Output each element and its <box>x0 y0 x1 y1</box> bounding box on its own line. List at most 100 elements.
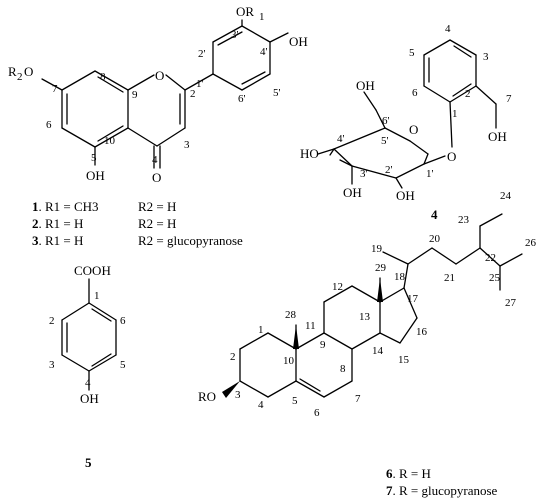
num-6: 6 <box>120 315 126 327</box>
num-6: 6 <box>46 119 52 131</box>
sterol-labels: 6. R = H 7. R = glucopyranose <box>386 466 498 498</box>
compound-6-label: 6. R = H <box>386 466 431 481</box>
num-29: 29 <box>375 262 387 274</box>
num-12: 12 <box>332 281 343 293</box>
glucoside-bonds <box>317 39 497 189</box>
num-3: 3 <box>184 139 190 151</box>
num-7: 7 <box>52 83 58 95</box>
num-9: 9 <box>132 89 138 101</box>
atom-oh-4p: OH <box>289 34 308 49</box>
num-4: 4 <box>85 377 91 389</box>
num-1: 1 <box>452 108 458 120</box>
num-5p: 5' <box>273 87 281 99</box>
hydroxybenzoic-numbers: 1 2 6 3 5 4 <box>49 290 126 389</box>
num-5: 5 <box>409 47 415 59</box>
num-5: 5 <box>91 152 97 164</box>
wedge-c29 <box>377 278 383 302</box>
num-7: 7 <box>355 393 361 405</box>
num-6p: 6' <box>382 115 390 127</box>
num-14: 14 <box>372 345 384 357</box>
sub-row-2-r2: R2 = H <box>138 216 176 231</box>
atom-ho-4p: HO <box>300 146 319 161</box>
sterol-numbers: 24 23 26 19 20 22 29 18 21 25 12 17 27 2… <box>230 190 537 419</box>
num-19: 19 <box>371 243 383 255</box>
num-2: 2 <box>49 315 55 327</box>
atom-o-r1-sub: 1 <box>259 11 265 23</box>
flavone-bonds <box>41 19 289 169</box>
sub-row-2: 2. R1 = H <box>32 216 83 231</box>
num-1p: 1' <box>196 78 204 90</box>
sub-row-3-r2: R2 = glucopyranose <box>138 233 243 248</box>
atom-o-ring: O <box>409 122 418 137</box>
atom-r2-o: O <box>24 64 33 79</box>
num-17: 17 <box>407 293 419 305</box>
num-4: 4 <box>152 154 158 166</box>
num-11: 11 <box>305 320 316 332</box>
sterol-atoms: RO <box>198 389 216 404</box>
num-4p: 4' <box>260 46 268 58</box>
atom-oh-3p: OH <box>343 185 362 200</box>
num-1: 1 <box>258 324 264 336</box>
num-26: 26 <box>525 237 537 249</box>
atom-oh-6p: OH <box>356 78 375 93</box>
sub-row-1: 1. R1 = CH3 <box>32 199 99 214</box>
num-3: 3 <box>483 51 489 63</box>
num-10: 10 <box>104 135 116 147</box>
num-2p: 2' <box>385 164 393 176</box>
atom-oh: OH <box>80 391 99 406</box>
num-13: 13 <box>359 311 371 323</box>
atom-oh-5: OH <box>86 168 105 183</box>
atom-oh-2p: OH <box>396 188 415 203</box>
num-20: 20 <box>429 233 441 245</box>
num-4: 4 <box>258 399 264 411</box>
hydroxybenzoic-bonds <box>61 278 117 391</box>
substituent-table: 1. R1 = CH3 R2 = H 2. R1 = H R2 = H 3. R… <box>32 199 243 248</box>
glucoside-atoms: O O OH HO OH OH OH <box>300 78 507 203</box>
sub-row-1-r2: R2 = H <box>138 199 176 214</box>
atom-o4: O <box>152 170 161 185</box>
atom-oh-7: OH <box>488 129 507 144</box>
num-3: 3 <box>49 359 55 371</box>
compound-4-label: 4 <box>431 207 438 222</box>
num-5: 5 <box>120 359 126 371</box>
num-21: 21 <box>444 272 455 284</box>
atom-o1: O <box>155 68 164 83</box>
atom-cooh: COOH <box>74 263 111 278</box>
num-4p: 4' <box>337 133 345 145</box>
num-5: 5 <box>292 395 298 407</box>
num-23: 23 <box>458 214 470 226</box>
sub-row-3: 3. R1 = H <box>32 233 83 248</box>
wedge-c3-ro <box>222 381 240 398</box>
num-3p: 3' <box>360 168 368 180</box>
num-18: 18 <box>394 271 406 283</box>
sterol-bonds <box>239 213 523 398</box>
flavone-numbers: 3' 2' 4' 1' 5' 6' 8 7 9 2 6 10 3 5 4 <box>46 29 281 166</box>
num-25: 25 <box>489 272 501 284</box>
num-7: 7 <box>506 93 512 105</box>
compound-7-label: 7. R = glucopyranose <box>386 483 498 498</box>
num-2: 2 <box>230 351 236 363</box>
num-24: 24 <box>500 190 512 202</box>
num-9: 9 <box>320 339 326 351</box>
num-22: 22 <box>485 252 496 264</box>
num-6p: 6' <box>238 93 246 105</box>
num-10: 10 <box>283 355 295 367</box>
num-3p: 3' <box>231 29 239 41</box>
num-6: 6 <box>314 407 320 419</box>
num-27: 27 <box>505 297 517 309</box>
num-28: 28 <box>285 309 297 321</box>
flavone-atoms: OR 1 OH R 2 O O O OH <box>8 4 308 185</box>
num-3: 3 <box>235 389 241 401</box>
atom-ro: RO <box>198 389 216 404</box>
atom-r2: R <box>8 64 17 79</box>
num-2: 2 <box>465 88 471 100</box>
num-8: 8 <box>340 363 346 375</box>
glucoside-numbers: 4 5 3 6 2 1 7 6' 5' 4' 3' 2' 1' <box>337 23 512 180</box>
atom-o-link: O <box>447 149 456 164</box>
atom-r2-sub: 2 <box>17 71 23 83</box>
wedge-c28 <box>293 325 299 349</box>
compound-5-label: 5 <box>85 455 92 470</box>
num-15: 15 <box>398 354 410 366</box>
